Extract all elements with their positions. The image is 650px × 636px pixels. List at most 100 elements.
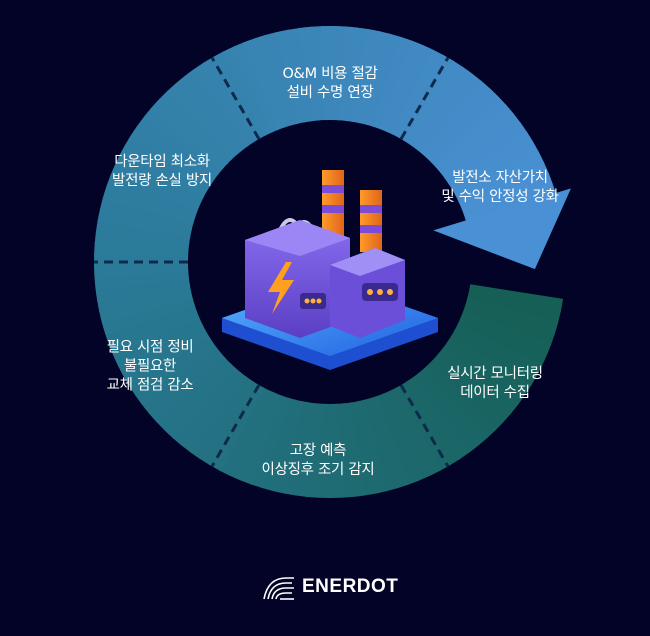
ring-segment — [461, 171, 553, 216]
ring-segment — [467, 290, 562, 324]
ring-segment — [391, 49, 445, 138]
label-line: 불필요한 — [123, 358, 177, 375]
label-line: 발전소 자산가치 — [452, 170, 548, 186]
ring-segment — [450, 329, 538, 387]
label-line: 다운타임 최소화 — [114, 154, 210, 170]
ring-segment — [446, 335, 532, 397]
ring-segment — [242, 37, 286, 131]
ring-segment — [192, 62, 255, 147]
ring-segment — [352, 28, 381, 124]
ring-segment — [415, 73, 483, 154]
ring-segment — [409, 66, 474, 150]
ring-segment — [275, 29, 306, 124]
ring-segment — [298, 26, 320, 122]
ring-segment — [98, 290, 193, 324]
ring-segment — [109, 164, 201, 211]
ring-segment — [150, 98, 228, 170]
ring-segment — [342, 402, 366, 498]
ring-segment — [345, 27, 370, 122]
ring-segment — [451, 140, 540, 197]
ring-segment — [198, 380, 259, 466]
ring-segment — [413, 371, 480, 454]
ring-segment — [94, 263, 189, 279]
ring-segment — [378, 40, 425, 132]
ring-segment — [130, 124, 215, 187]
ring-segment — [239, 393, 284, 485]
segment-divider — [210, 56, 261, 140]
ring-segment — [128, 335, 214, 397]
ring-segment — [365, 33, 403, 127]
ring-segment — [96, 284, 192, 313]
ring-segment — [134, 341, 218, 406]
ring-segment — [171, 367, 242, 447]
ring-segment — [389, 387, 442, 477]
ring-segment — [104, 304, 198, 346]
ring-segment — [395, 383, 452, 472]
ring-segment — [97, 207, 192, 238]
ring-segment — [155, 357, 231, 432]
ring-segment — [117, 323, 206, 377]
label-line: 교체 점검 감소 — [106, 377, 194, 394]
ring-segment — [141, 347, 222, 415]
ring-segment — [425, 87, 500, 163]
ring-segment — [420, 80, 491, 159]
ring-segment — [439, 112, 522, 179]
ring-segment — [435, 103, 515, 174]
ring-segment — [328, 403, 343, 498]
ring-segment — [468, 284, 564, 313]
ring-segment — [108, 310, 200, 357]
ring-segment — [183, 68, 249, 151]
ring-segment — [460, 310, 552, 357]
ring-segment — [99, 196, 194, 231]
label-line: O&M 비용 절감 — [282, 66, 378, 82]
ring-segment — [95, 218, 191, 245]
ring-segment — [294, 402, 317, 497]
ring-segment — [222, 46, 273, 136]
ring-segment — [442, 341, 526, 406]
ring-segment — [174, 75, 244, 156]
ring-segment — [423, 362, 497, 439]
label-line: 실시간 모니터링 — [447, 366, 543, 382]
ring-segment — [253, 34, 293, 128]
ring-segment — [286, 27, 313, 123]
ring-segment — [202, 56, 261, 143]
ring-segment — [101, 297, 195, 335]
segment-divider — [399, 56, 450, 140]
ring-segment — [403, 60, 465, 146]
arrow-head — [433, 188, 571, 270]
logo-text: ENERDOT — [302, 576, 399, 597]
label-line: 데이터 수집 — [460, 385, 530, 401]
ring-segment — [370, 395, 410, 489]
ring-segment — [208, 383, 265, 472]
ring-segment — [136, 115, 219, 181]
ring-segment — [463, 182, 557, 222]
ring-segment — [438, 347, 519, 415]
segment-divider — [399, 384, 450, 468]
ring-segment — [163, 362, 236, 439]
ring-segment — [376, 393, 421, 485]
ring-segment — [462, 304, 556, 346]
ring-segment — [358, 30, 392, 125]
label-line: 발전량 손실 방지 — [112, 173, 212, 189]
ring-segment — [228, 390, 277, 481]
ring-segment — [260, 397, 297, 492]
ring-segment — [455, 150, 545, 203]
ring-segment — [122, 329, 210, 387]
power-plant-factory-icon — [222, 170, 438, 370]
ring-segment — [401, 380, 461, 466]
ring-segment — [372, 36, 414, 130]
ring-segment — [429, 357, 505, 432]
ring-segment — [232, 41, 280, 133]
ring-segment — [105, 174, 199, 218]
ring-segment — [430, 95, 507, 169]
label-line: 이상징후 조기 감지 — [261, 462, 375, 478]
enerdot-logo: ENERDOT — [262, 574, 398, 600]
ring-segment — [264, 31, 299, 126]
ring-segment — [218, 387, 271, 477]
segment-divider — [210, 384, 261, 468]
ring-segment — [321, 26, 336, 121]
ring-segment — [143, 106, 224, 176]
